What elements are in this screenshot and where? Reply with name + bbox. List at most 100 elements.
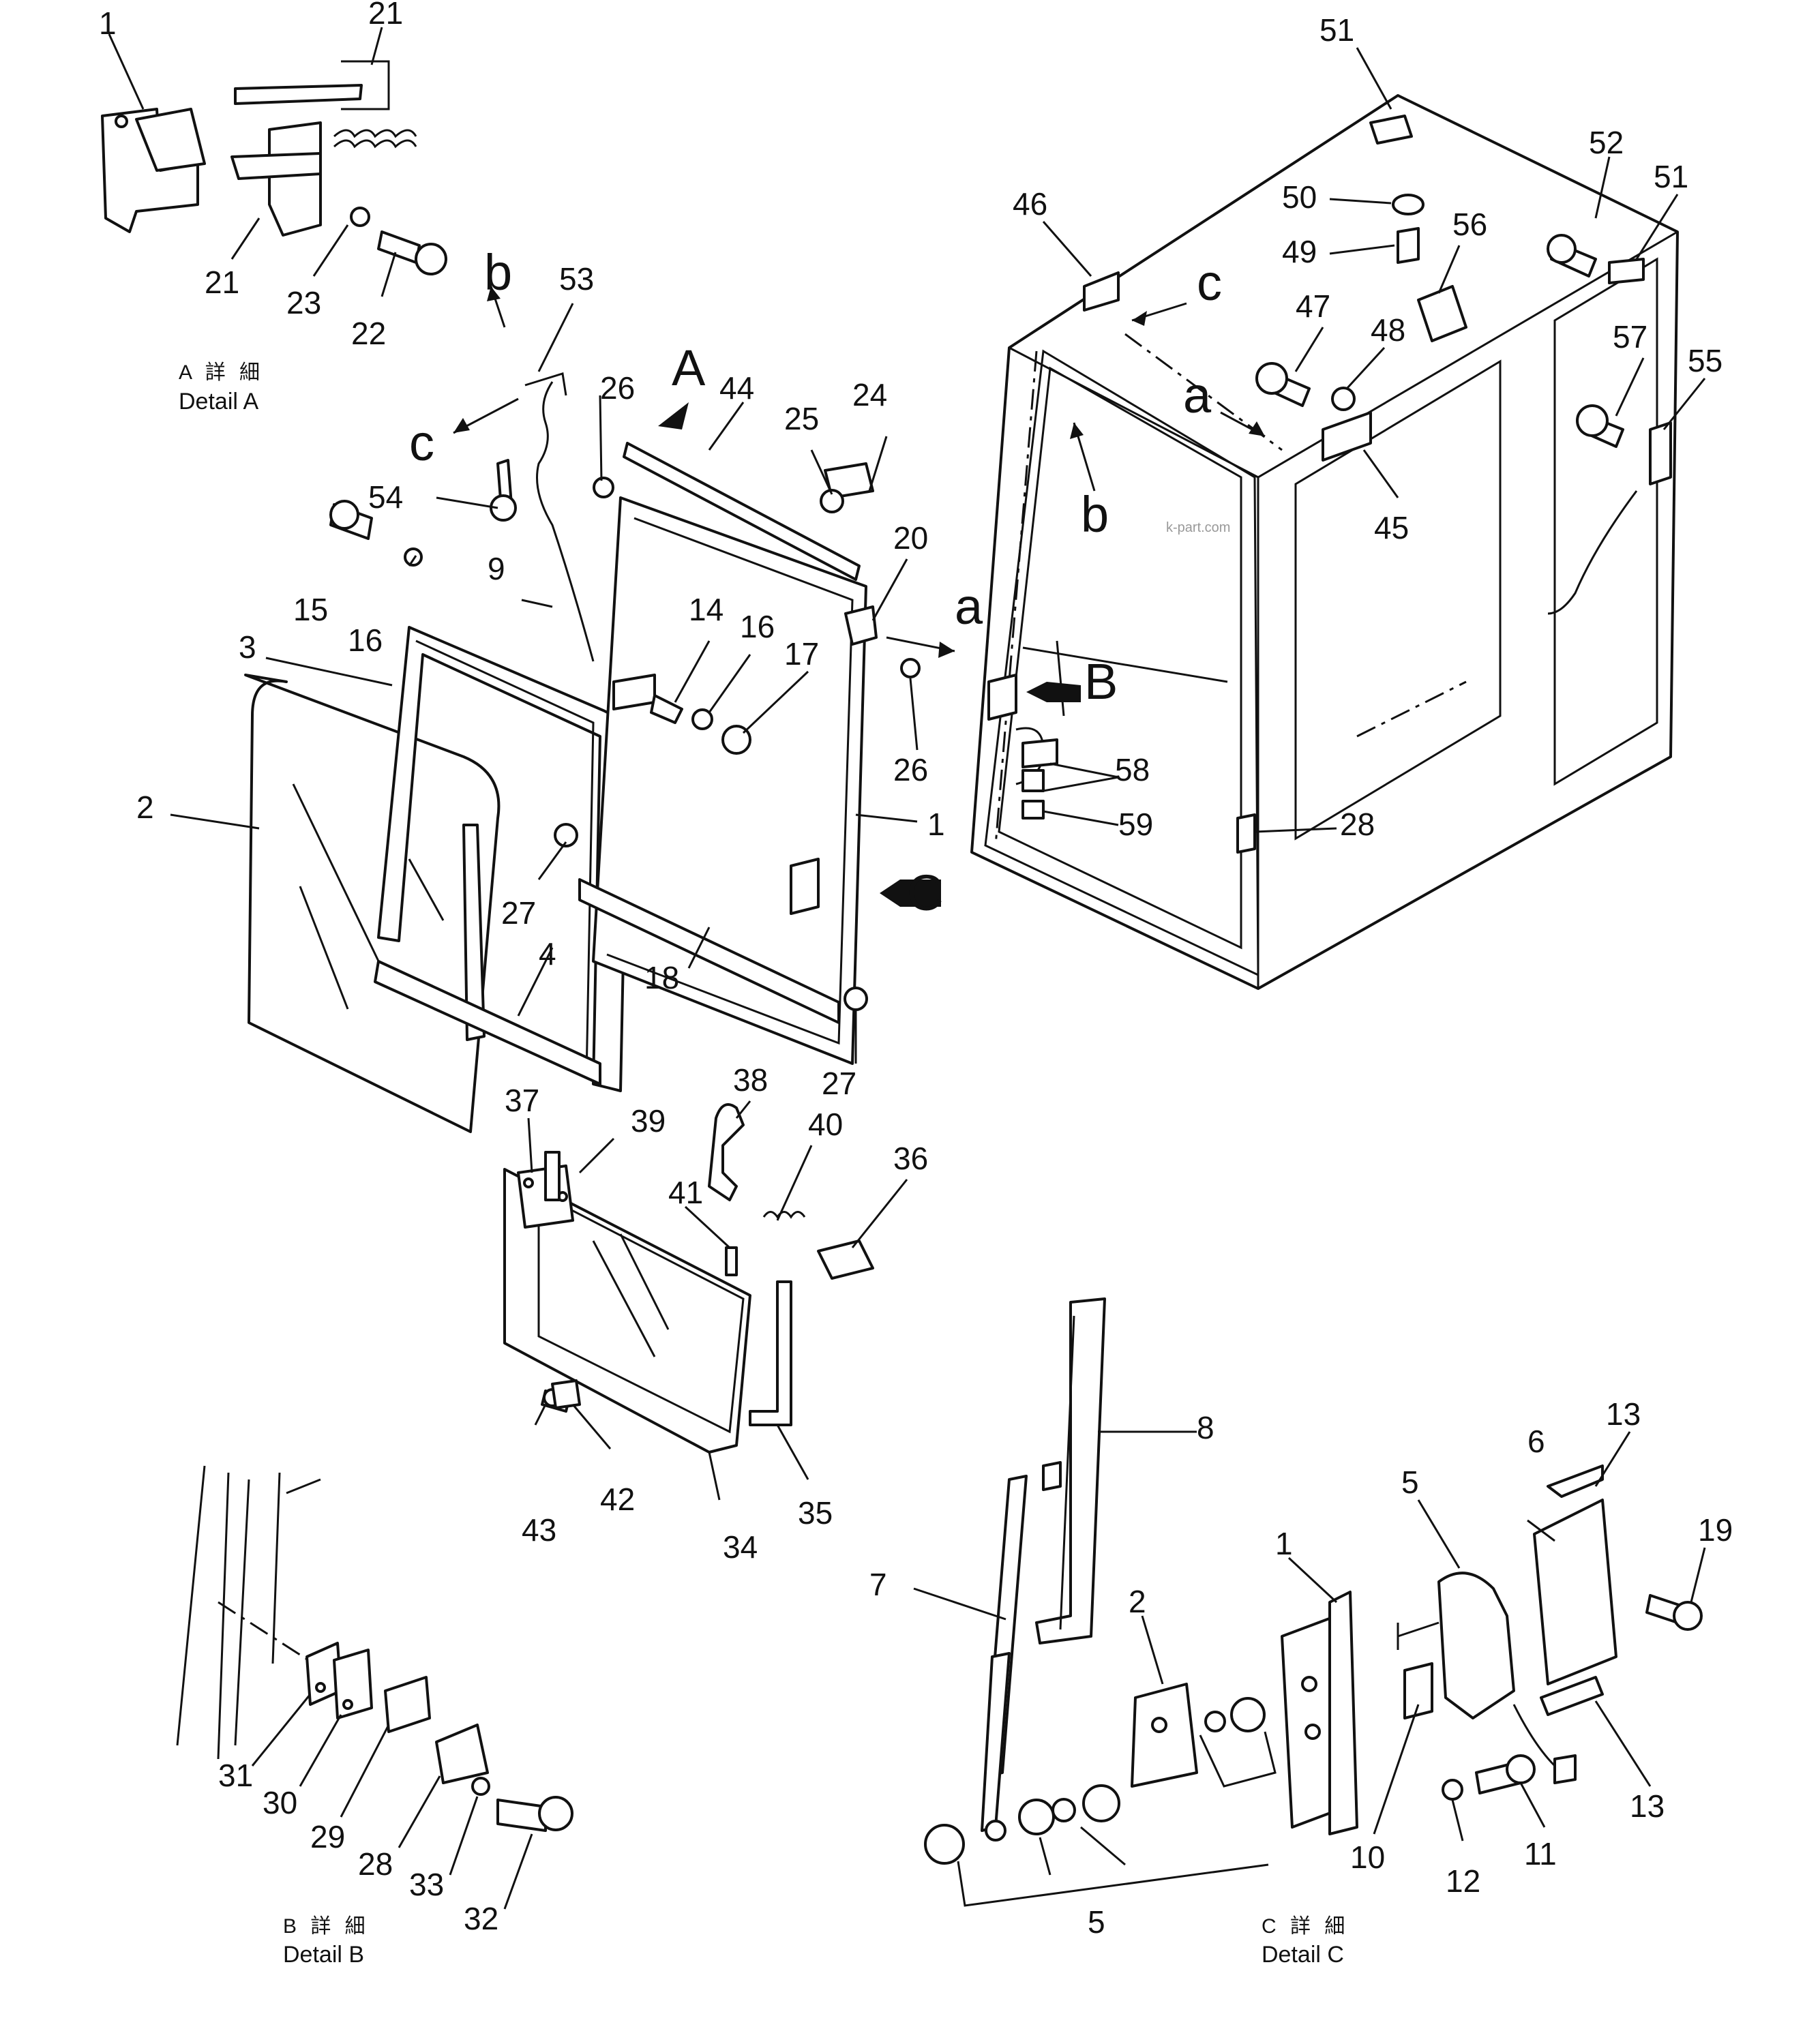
callout-7: 7 [869, 1567, 887, 1602]
callout-48: 48 [1371, 312, 1405, 348]
view-letter-B: B [1084, 653, 1118, 710]
callout-29: 29 [310, 1819, 345, 1854]
view-letter-a: a [955, 578, 983, 635]
callout-53: 53 [559, 261, 594, 297]
callout-24: 24 [852, 377, 887, 412]
detail-a-drawing [101, 84, 447, 275]
callout-47: 47 [1296, 288, 1330, 324]
callout-5: 5 [1401, 1464, 1419, 1500]
view-letter-C: C [907, 865, 943, 921]
callout-8: 8 [1197, 1410, 1214, 1445]
detail-b-leaders [251, 1694, 533, 1910]
callout-26: 26 [600, 370, 635, 406]
callout-35: 35 [798, 1495, 833, 1531]
callout-28: 28 [358, 1846, 393, 1882]
lower-window-drawing [503, 1103, 874, 1454]
detail-a-caption-jp: A 詳 細 [179, 361, 264, 384]
callout-39: 39 [631, 1103, 666, 1139]
wiper-leaders [913, 1430, 1706, 1842]
callout-21: 21 [205, 265, 239, 300]
view-letter-b: b [1081, 486, 1109, 543]
callout-45: 45 [1374, 510, 1409, 545]
view-arrows [453, 286, 1266, 907]
lower-window-leaders [527, 1100, 908, 1501]
callout-46: 46 [1013, 186, 1047, 222]
callout-3: 3 [239, 629, 256, 665]
callout-23: 23 [286, 285, 321, 320]
callout-26: 26 [893, 752, 928, 787]
callout-52: 52 [1589, 125, 1624, 160]
callout-57: 57 [1613, 319, 1647, 355]
view-letter-c: c [1197, 254, 1222, 311]
callout-42: 42 [600, 1482, 635, 1517]
view-letter-A: A [672, 340, 706, 396]
callout-13: 13 [1606, 1396, 1641, 1432]
detail-b-caption-en: Detail B [283, 1942, 364, 1968]
callout-18: 18 [644, 960, 679, 995]
callout-2: 2 [136, 790, 154, 825]
callout-43: 43 [522, 1512, 556, 1548]
callout-4: 4 [539, 936, 556, 972]
cab-drawing [970, 94, 1679, 990]
callout-32: 32 [464, 1901, 498, 1936]
callout-30: 30 [263, 1785, 297, 1820]
callout-28: 28 [1340, 807, 1375, 842]
callout-41: 41 [668, 1175, 703, 1210]
detail-b-drawing [176, 1465, 573, 1832]
callout-10: 10 [1350, 1839, 1385, 1875]
callout-33: 33 [409, 1867, 444, 1902]
callout-51: 51 [1319, 12, 1354, 48]
callout-27: 27 [822, 1066, 856, 1101]
detail-c-caption-jp: C 詳 細 [1262, 1915, 1349, 1938]
callout-16: 16 [740, 609, 775, 644]
callout-49: 49 [1282, 234, 1317, 269]
wiper-drawing [924, 1297, 1703, 1907]
callout-56: 56 [1452, 207, 1487, 242]
callout-2: 2 [1129, 1584, 1146, 1619]
callout-13: 13 [1630, 1788, 1665, 1824]
callout-54: 54 [368, 479, 403, 515]
detail-a-caption-en: Detail A [179, 389, 258, 415]
callout-11: 11 [1524, 1836, 1557, 1872]
callout-31: 31 [218, 1758, 253, 1793]
callout-58: 58 [1115, 752, 1150, 787]
callout-22: 22 [351, 316, 386, 351]
view-letter-c: c [409, 415, 434, 471]
cab-leaders [1042, 47, 1706, 833]
callout-21: 21 [368, 0, 403, 31]
callout-1: 1 [1275, 1526, 1293, 1561]
callout-44: 44 [719, 370, 754, 406]
view-letter-a: a [1183, 367, 1212, 423]
callout-1: 1 [927, 807, 945, 842]
callout-36: 36 [893, 1141, 928, 1176]
callout-51: 51 [1654, 159, 1688, 194]
callout-59: 59 [1118, 807, 1153, 842]
detail-b-caption-jp: B 詳 細 [283, 1915, 370, 1938]
callout-34: 34 [723, 1529, 758, 1565]
callout-19: 19 [1698, 1512, 1733, 1548]
callout-25: 25 [784, 401, 819, 436]
callout-20: 20 [893, 520, 928, 556]
view-letter-b: b [484, 244, 512, 301]
callout-5: 5 [1088, 1904, 1105, 1940]
door-drawing [244, 372, 921, 1133]
callout-14: 14 [689, 592, 724, 627]
callout-6: 6 [1527, 1424, 1545, 1459]
detail-c-caption-en: Detail C [1262, 1942, 1344, 1968]
callout-9: 9 [488, 551, 505, 586]
callout-15: 15 [293, 592, 328, 627]
callout-37: 37 [505, 1083, 539, 1118]
callout-55: 55 [1688, 343, 1722, 378]
watermark: k-part.com [1166, 520, 1230, 535]
callout-50: 50 [1282, 179, 1317, 215]
callout-17: 17 [784, 636, 819, 672]
callout-12: 12 [1446, 1863, 1480, 1899]
callout-1: 1 [99, 5, 117, 41]
callout-38: 38 [733, 1062, 768, 1098]
callout-27: 27 [501, 895, 536, 931]
door-leaders [170, 303, 919, 1064]
detail-a-leaders [108, 27, 397, 297]
callout-16: 16 [348, 622, 383, 658]
callout-40: 40 [808, 1107, 843, 1142]
